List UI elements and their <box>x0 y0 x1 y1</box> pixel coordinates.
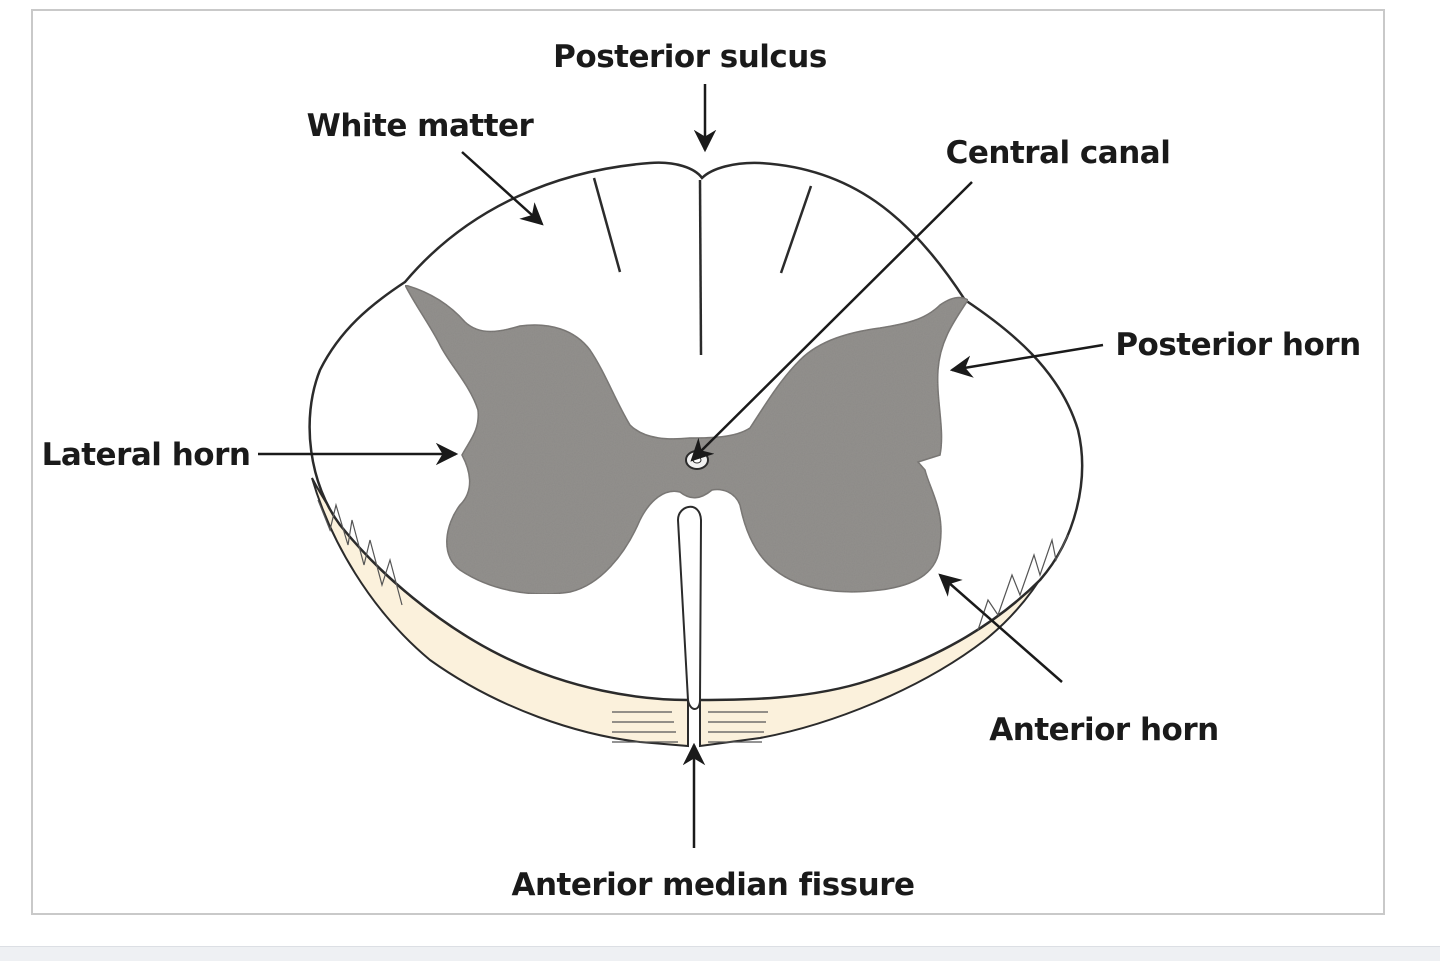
anterior-median-fissure-shape <box>676 505 703 710</box>
label-posterior-horn: Posterior horn <box>1115 327 1360 363</box>
bottom-strip <box>0 946 1440 961</box>
arrow-white-matter <box>461 151 544 226</box>
arrow-central-canal <box>690 181 973 462</box>
pointer-arrows <box>258 84 1104 848</box>
label-central-canal: Central canal <box>946 135 1171 171</box>
label-lateral-horn: Lateral horn <box>42 437 251 473</box>
arrow-anterior-horn <box>938 573 1063 683</box>
label-posterior-sulcus: Posterior sulcus <box>553 39 827 75</box>
gray-matter <box>403 283 970 595</box>
label-white-matter: White matter <box>307 108 535 144</box>
label-anterior-horn: Anterior horn <box>989 712 1218 748</box>
posterior-septum-lines <box>592 177 813 356</box>
edge-hatching <box>317 499 1069 743</box>
arrow-posterior-horn <box>949 343 1104 378</box>
label-anterior-median-fissure: Anterior median fissure <box>511 867 914 903</box>
